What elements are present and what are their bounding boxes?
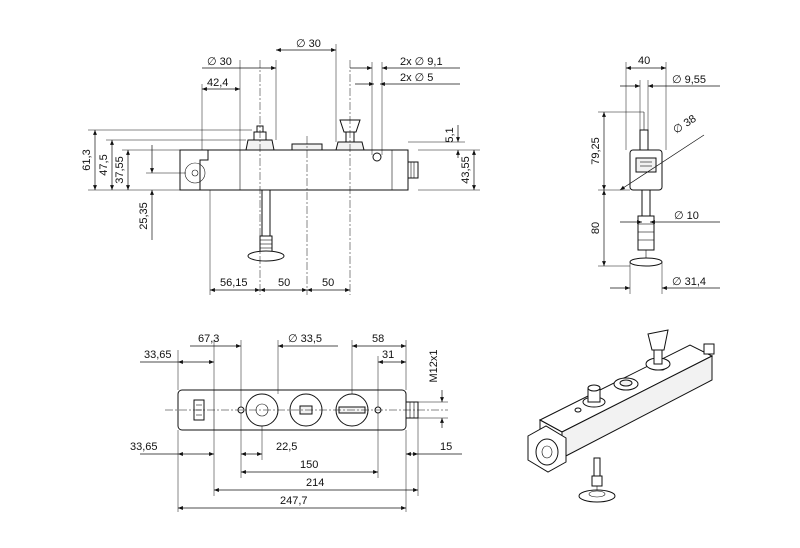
dim-80: 80	[590, 222, 602, 234]
iso-latch-roller-inner	[541, 445, 553, 459]
dim-47-5: 47,5	[98, 154, 110, 175]
dim-dia-31-4: ∅ 31,4	[672, 276, 706, 288]
dim-15: 15	[440, 441, 452, 453]
side-plunger-rod	[641, 189, 651, 217]
front-view: ∅ 30 ∅ 30 2x ∅ 9,1 2x ∅ 5 42,4 5,1 61,3 …	[81, 38, 480, 295]
dim-dia-9-1: 2x ∅ 9,1	[400, 56, 443, 68]
dim-67-3: 67,3	[198, 333, 219, 345]
iso-pushbutton-cap	[587, 384, 601, 392]
front-housing	[179, 149, 409, 191]
iso-plunger-foot-inner	[588, 490, 606, 498]
side-plunger-spring	[637, 215, 655, 251]
dim-thread: M12x1	[428, 349, 440, 382]
dim-dia-33-5: ∅ 33,5	[288, 333, 322, 345]
iso-keyswitch-stem	[653, 349, 663, 365]
front-plunger-foot	[247, 250, 285, 262]
dim-56-15: 56,15	[220, 277, 248, 289]
side-view: 40 ∅ 9,55 ∅ 38 79,25 ∅ 10 80 ∅ 31,4	[590, 55, 720, 294]
dim-dia-9-55: ∅ 9,55	[672, 74, 706, 86]
dim-dia-5: 2x ∅ 5	[400, 72, 433, 84]
iso-indicator-lens	[619, 379, 633, 387]
isometric-view	[527, 329, 715, 503]
dim-42-4: 42,4	[207, 77, 228, 89]
dim-33-65-top: 33,65	[144, 349, 172, 361]
iso-keyswitch-key	[647, 329, 669, 351]
dim-58: 58	[372, 333, 384, 345]
side-window	[635, 157, 657, 173]
side-plunger-foot	[629, 257, 663, 267]
dim-dia-10: ∅ 10	[674, 210, 699, 222]
dim-37-55: 37,55	[114, 156, 126, 184]
dim-33-65-bottom: 33,65	[130, 441, 158, 453]
dim-50-a: 50	[278, 277, 290, 289]
dim-5-1: 5,1	[444, 127, 456, 142]
dim-150: 150	[300, 459, 318, 471]
iso-plunger-foot	[578, 489, 616, 503]
top-view: 67,3 ∅ 33,5 58 33,65 31 M12x1 33,65 22,5…	[130, 333, 462, 512]
front-plunger-rod	[261, 189, 271, 237]
dim-dia-38: ∅ 38	[671, 113, 698, 137]
dim-43-55: 43,55	[460, 156, 472, 184]
dim-50-b: 50	[322, 277, 334, 289]
dim-dia-30-left: ∅ 30	[207, 56, 232, 68]
front-mount-hole	[372, 152, 382, 162]
iso-latch-roller	[535, 438, 559, 466]
dim-79-25: 79,25	[590, 137, 602, 165]
dim-line	[619, 134, 705, 191]
dim-25-35: 25,35	[138, 202, 150, 230]
dim-dia-30-top: ∅ 30	[296, 38, 321, 50]
dim-247-7: 247,7	[280, 495, 308, 507]
front-connector	[407, 161, 419, 179]
dim-31: 31	[382, 349, 394, 361]
front-latch-pin	[191, 169, 199, 177]
dim-214: 214	[306, 477, 324, 489]
iso-plunger-spring	[591, 475, 603, 487]
side-key	[639, 129, 649, 151]
dim-61-3: 61,3	[81, 149, 93, 170]
dim-40: 40	[638, 55, 650, 67]
iso-mount-hole	[574, 407, 582, 413]
dim-22-5: 22,5	[276, 441, 297, 453]
iso-connector	[703, 343, 715, 355]
